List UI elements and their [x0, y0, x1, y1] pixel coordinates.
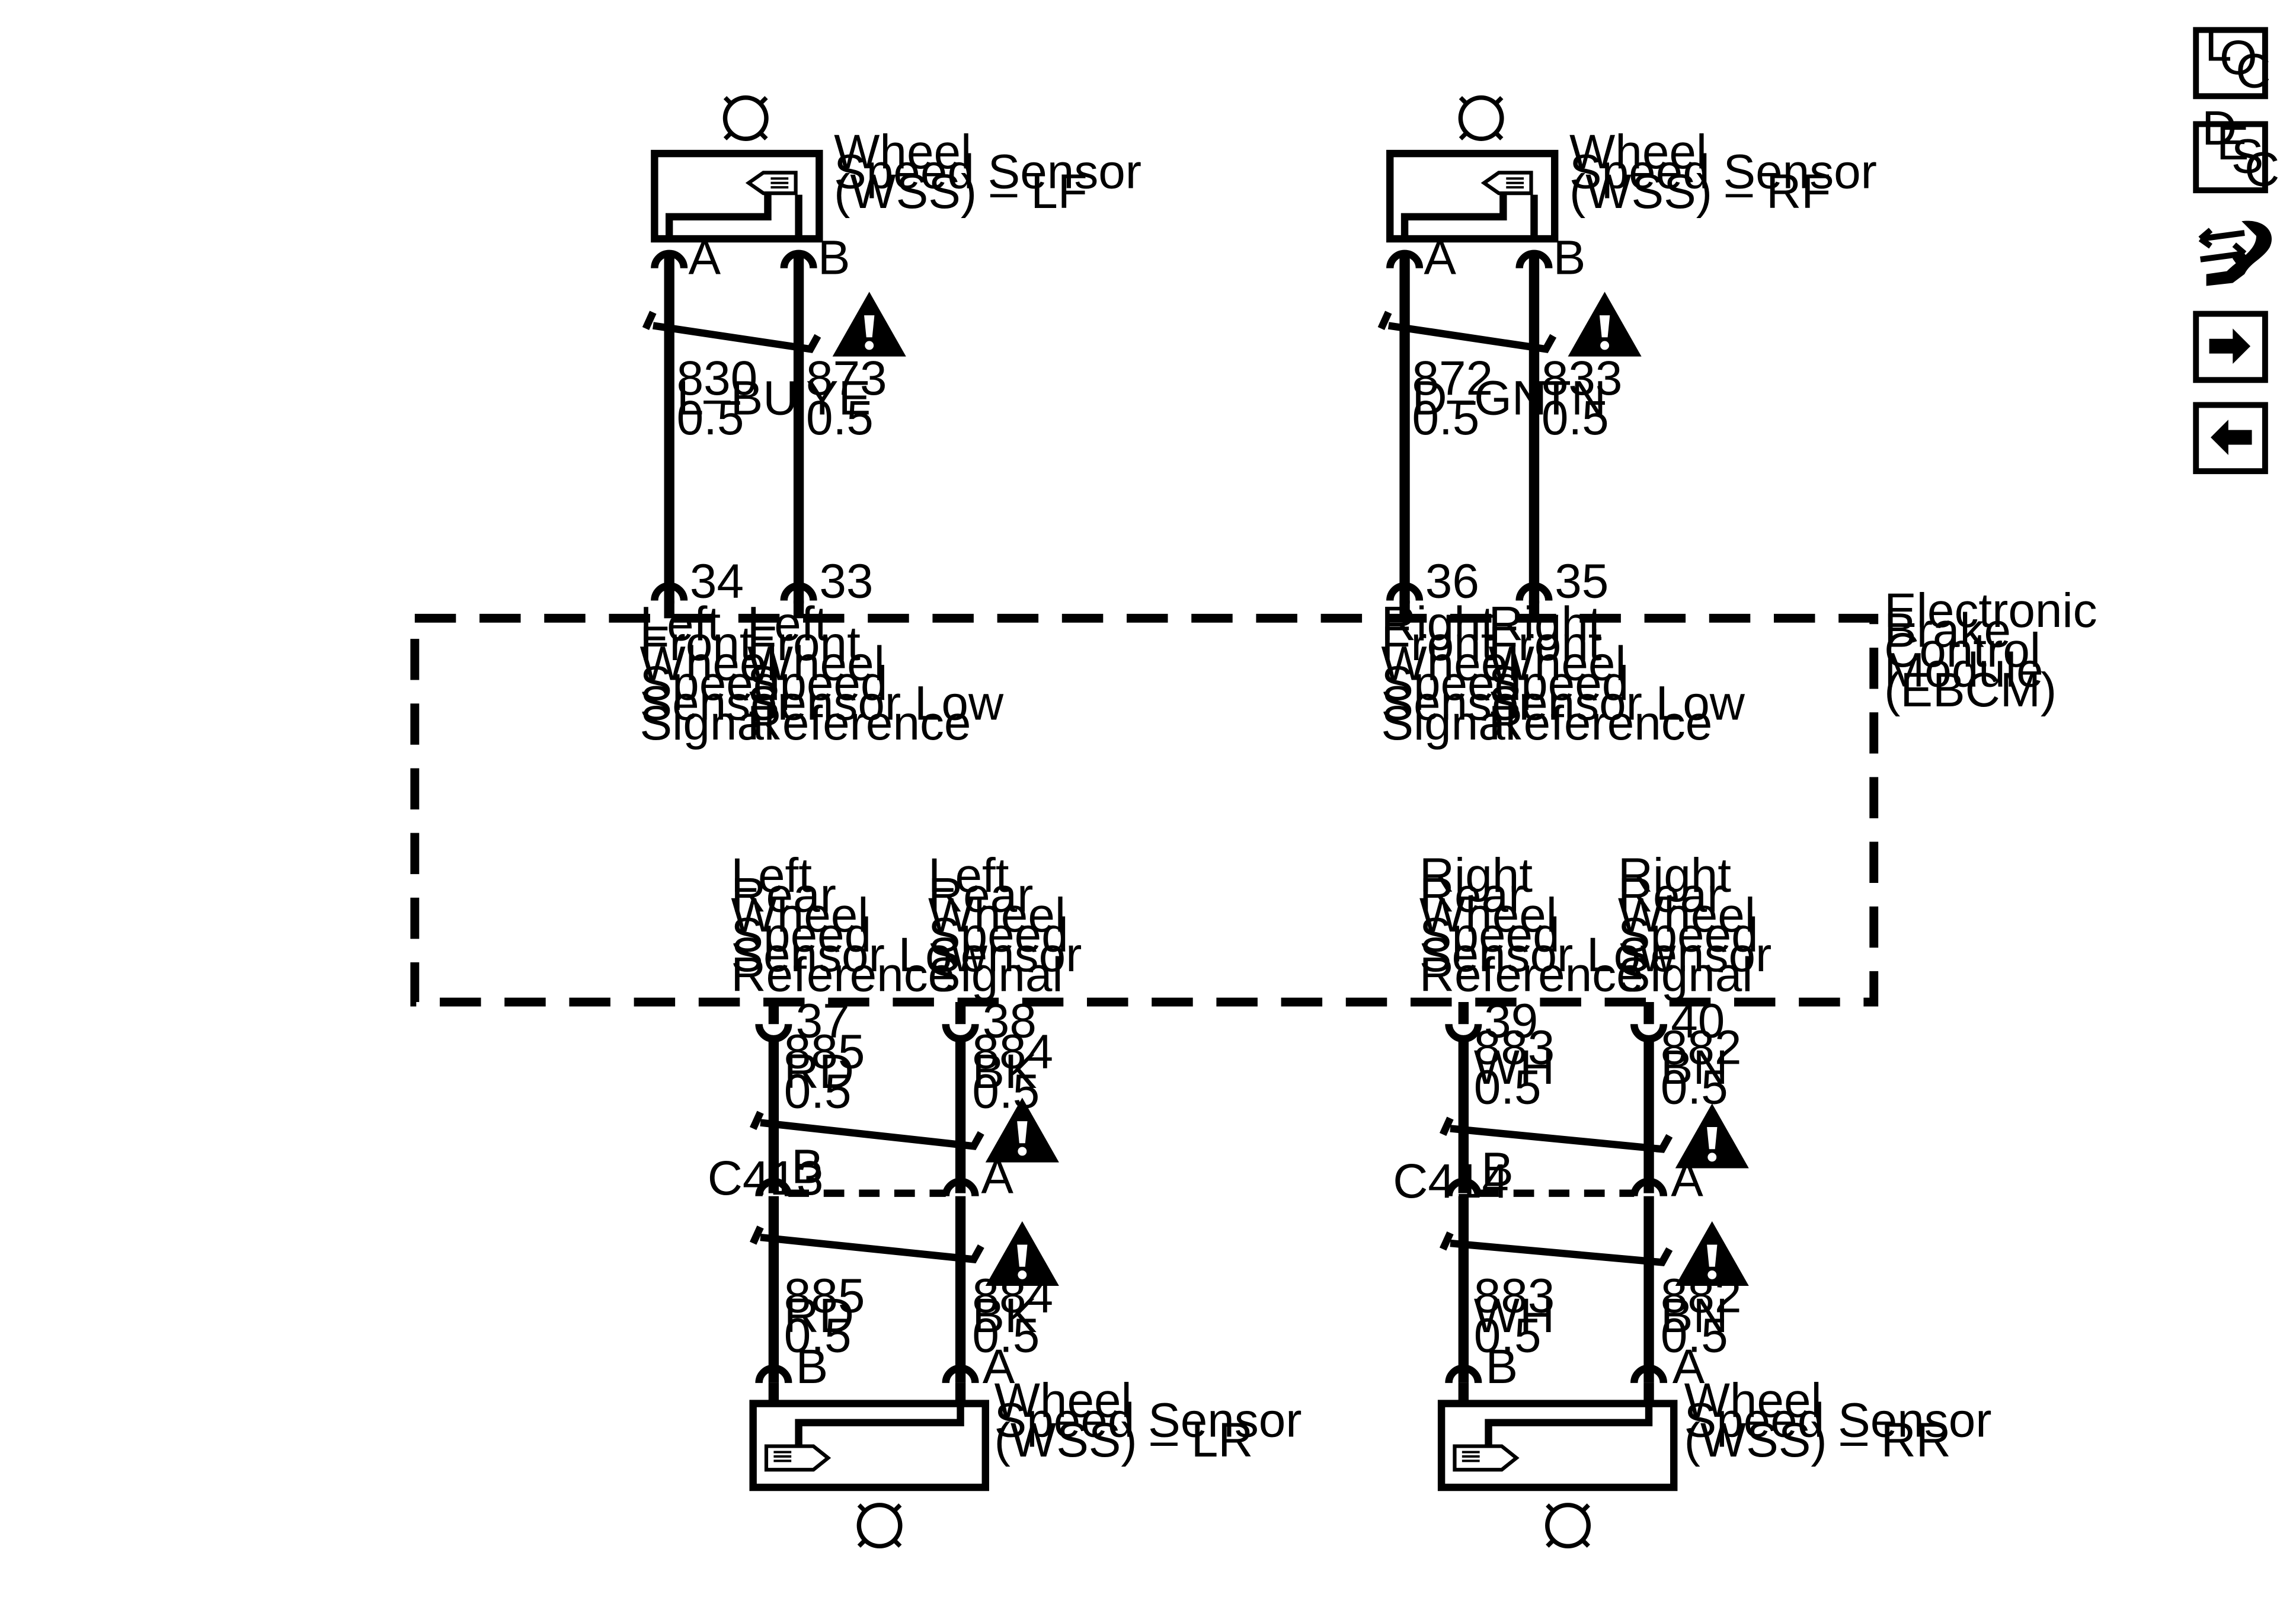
- wheel-speed-sensor-icon: [745, 171, 798, 196]
- pin-b-rf: B: [1553, 231, 1586, 285]
- arrow-left-icon: [2211, 420, 2252, 455]
- wire-label-884-upper: 884 BK 0.5: [972, 1025, 1066, 1119]
- ebcm-lf-signal-label: Left Front Wheel Speed Sensor Signal: [640, 597, 807, 751]
- pin-a-c414: A: [1671, 1153, 1703, 1207]
- warning-triangle-icon: [832, 292, 906, 357]
- pin-34: 34: [690, 555, 744, 609]
- sensor-label-rr: Wheel Speed Sensor (WSS) – RR: [1684, 1374, 2006, 1467]
- next-button[interactable]: [2193, 311, 2268, 383]
- pin-b-c413: B: [791, 1140, 824, 1193]
- connector-c413: C413: [708, 1151, 824, 1205]
- arrow-right-icon: [2209, 328, 2251, 364]
- pin-a-rr: A: [1673, 1340, 1705, 1394]
- wire-label-873: 873 YE 0.5: [806, 351, 900, 445]
- pin-38: 38: [983, 994, 1037, 1048]
- wire-label-872: 872 D–GN 0.5: [1412, 351, 1560, 445]
- pin-a-lf: A: [688, 231, 721, 285]
- pin-b-rr: B: [1486, 1340, 1518, 1394]
- wire-label-882-upper: 882 BN 0.5: [1661, 1020, 1755, 1114]
- twisted-pair-marker-lr-upper: [750, 1110, 984, 1150]
- repair-procedure-button[interactable]: [2198, 220, 2272, 286]
- desc-button[interactable]: D E S C: [2193, 101, 2279, 197]
- wire-label-883-lower: 883 WH 0.5: [1474, 1269, 1568, 1363]
- sensor-label-lr: Wheel Speed Sensor (WSS) – LR: [994, 1374, 1316, 1467]
- ebcm-rr-low-ref-label: Right Rear Wheel Speed Sensor Low Refere…: [1419, 849, 1689, 1002]
- svg-text:E: E: [2217, 116, 2249, 170]
- pin-a-lr: A: [983, 1340, 1015, 1394]
- wire-label-833: 833 TN 0.5: [1542, 351, 1636, 445]
- ebcm-module-name: Electronic Brake Control Module (EBCM): [1884, 584, 2110, 717]
- pin-40: 40: [1671, 994, 1725, 1048]
- svg-text:O: O: [2220, 31, 2257, 85]
- twisted-pair-marker-lf: [642, 311, 821, 353]
- ebcm-lr-signal-label: Left Rear Wheel Speed Sensor Signal: [928, 849, 1095, 1002]
- svg-text:S: S: [2231, 129, 2264, 183]
- pin-37: 37: [796, 994, 850, 1048]
- sensor-label-rf: Wheel Speed Sensor (WSS) – RF: [1569, 125, 1891, 219]
- pin-35: 35: [1555, 555, 1609, 609]
- wire-label-885-upper: 885 RD 0.5: [784, 1025, 878, 1119]
- pin-b-lr: B: [796, 1340, 829, 1394]
- wheel-icon-rf: [1460, 98, 1501, 139]
- svg-text:D: D: [2202, 101, 2237, 155]
- ebcm-rf-signal-label: Right Front Wheel Speed Sensor Signal: [1381, 597, 1548, 751]
- wheel-speed-sensor-rr: [1437, 1400, 1678, 1491]
- wire-label-830: 830 L–BU 0.5: [677, 351, 812, 445]
- wheel-icon-lr: [859, 1505, 900, 1546]
- pin-36: 36: [1425, 555, 1479, 609]
- svg-text:C: C: [2236, 44, 2271, 98]
- wheel-speed-sensor-icon: [764, 1444, 832, 1472]
- wheel-speed-sensor-icon: [1453, 1444, 1520, 1472]
- repair-procedure-icon: [2198, 220, 2272, 286]
- twisted-pair-marker-rf: [1377, 311, 1557, 353]
- warning-triangle-icon: [1568, 292, 1642, 357]
- connector-c414: C414: [1393, 1154, 1509, 1208]
- pin-b-c414: B: [1481, 1142, 1514, 1196]
- wheel-speed-sensor-lf: [651, 149, 823, 243]
- svg-text:C: C: [2244, 143, 2279, 197]
- twisted-pair-marker-rr-lower: [1439, 1231, 1673, 1266]
- twisted-pair-marker-lr-lower: [750, 1225, 984, 1263]
- loc-button[interactable]: L O C: [2193, 18, 2271, 100]
- location-icon: L O C: [2205, 18, 2271, 98]
- wheel-speed-sensor-icon: [1480, 171, 1533, 196]
- ebcm-rr-signal-label: Right Rear Wheel Speed Sensor Signal: [1618, 849, 1785, 1002]
- previous-button[interactable]: [2193, 402, 2268, 475]
- pin-39: 39: [1484, 994, 1538, 1048]
- wire-label-882-lower: 882 BN 0.5: [1661, 1269, 1755, 1363]
- ebcm-module-outline: [410, 613, 1879, 1007]
- description-icon: D E S C: [2202, 101, 2279, 196]
- pin-a-c413: A: [981, 1150, 1013, 1204]
- wheel-icon-lf: [725, 98, 766, 139]
- pin-b-lf: B: [818, 231, 850, 285]
- ebcm-lr-low-ref-label: Left Rear Wheel Speed Sensor Low Referen…: [731, 849, 1000, 1002]
- wire-label-885-lower: 885 RD 0.5: [784, 1269, 878, 1363]
- pin-a-rf: A: [1424, 231, 1456, 285]
- ebcm-lf-low-ref-label: Left Front Wheel Speed Sensor Low Refere…: [747, 597, 1017, 751]
- wire-label-883-upper: 883 WH 0.5: [1474, 1020, 1568, 1114]
- ebcm-rf-low-ref-label: Right Front Wheel Speed Sensor Low Refer…: [1489, 597, 1758, 751]
- svg-text:L: L: [2205, 18, 2232, 72]
- wheel-speed-sensor-lr: [749, 1400, 989, 1491]
- sensor-label-lf: Wheel Speed Sensor (WSS) – LF: [834, 125, 1155, 219]
- pin-33: 33: [819, 555, 873, 609]
- wheel-icon-rr: [1547, 1505, 1588, 1546]
- wheel-speed-sensor-rf: [1386, 149, 1559, 243]
- wire-label-884-lower: 884 BK 0.5: [972, 1269, 1066, 1363]
- twisted-pair-marker-rr-upper: [1439, 1116, 1673, 1153]
